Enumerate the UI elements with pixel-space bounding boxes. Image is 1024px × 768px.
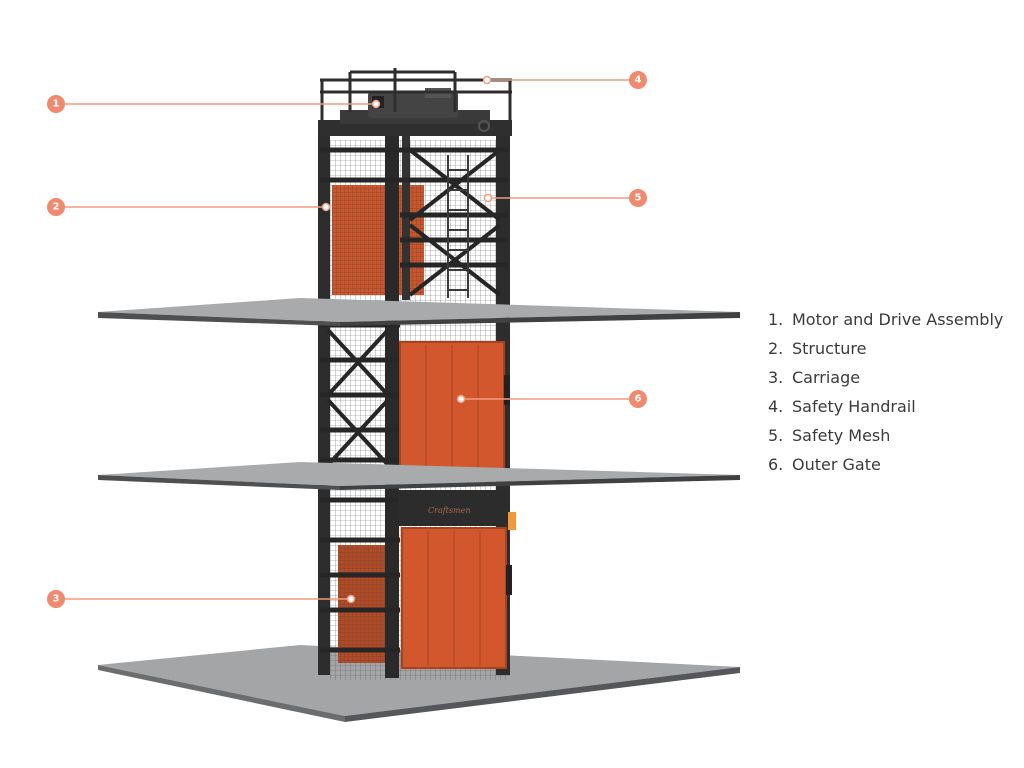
callout-number: 4	[635, 75, 642, 86]
callouts: 1 2 3 4 5 6	[47, 71, 647, 608]
legend-item: 3. Carriage	[768, 367, 1003, 396]
callout-target-dot	[482, 75, 492, 85]
callout-number: 5	[635, 193, 642, 204]
first-floor-slab	[98, 462, 740, 490]
outer-gate-lower	[401, 527, 512, 669]
legend-item-number: 6.	[768, 455, 784, 474]
legend-item-label: Carriage	[792, 368, 861, 387]
callout-1: 1	[47, 95, 381, 113]
callout-3: 3	[47, 590, 356, 608]
legend-item: 1. Motor and Drive Assembly	[768, 309, 1003, 338]
legend-item-number: 3.	[768, 368, 784, 387]
callout-4: 4	[482, 71, 647, 89]
legend-item-label: Outer Gate	[792, 455, 881, 474]
lower-gate-header: Craftsmen	[398, 490, 516, 530]
callout-target-dot	[371, 99, 381, 109]
callout-number: 1	[53, 99, 60, 110]
legend-item: 6. Outer Gate	[768, 454, 1003, 483]
legend-item-label: Safety Mesh	[792, 426, 891, 445]
callout-marker	[47, 198, 65, 216]
callout-target-dot	[346, 594, 356, 604]
legend-item-number: 4.	[768, 397, 784, 416]
callout-marker	[629, 71, 647, 89]
legend-item: 5. Safety Mesh	[768, 425, 1003, 454]
callout-target-dot	[321, 202, 331, 212]
callout-target-dot	[456, 394, 466, 404]
ground-floor-slab	[98, 645, 740, 722]
callout-6: 6	[456, 390, 647, 408]
callout-number: 6	[635, 394, 642, 405]
callout-5: 5	[483, 189, 647, 207]
callout-number: 2	[53, 202, 60, 213]
callout-marker	[629, 390, 647, 408]
legend-item-label: Motor and Drive Assembly	[792, 310, 1004, 329]
callout-marker	[47, 590, 65, 608]
svg-text:Craftsmen: Craftsmen	[428, 506, 470, 515]
legend-item: 2. Structure	[768, 338, 1003, 367]
outer-gate-upper	[399, 341, 510, 477]
legend-item-label: Structure	[792, 339, 867, 358]
legend-item-number: 1.	[768, 310, 784, 329]
parts-legend: 1. Motor and Drive Assembly 2. Structure 3. C…	[768, 309, 1003, 483]
callout-marker	[47, 95, 65, 113]
legend-item-number: 2.	[768, 339, 784, 358]
safety-handrail	[320, 68, 512, 122]
carriage-lower	[338, 545, 390, 663]
callout-number: 3	[53, 594, 60, 605]
callout-2: 2	[47, 198, 331, 216]
legend-item-number: 5.	[768, 426, 784, 445]
callout-marker	[629, 189, 647, 207]
legend-item-label: Safety Handrail	[792, 397, 916, 416]
callout-target-dot	[483, 193, 493, 203]
second-floor-slab	[98, 298, 740, 326]
legend-item: 4. Safety Handrail	[768, 396, 1003, 425]
